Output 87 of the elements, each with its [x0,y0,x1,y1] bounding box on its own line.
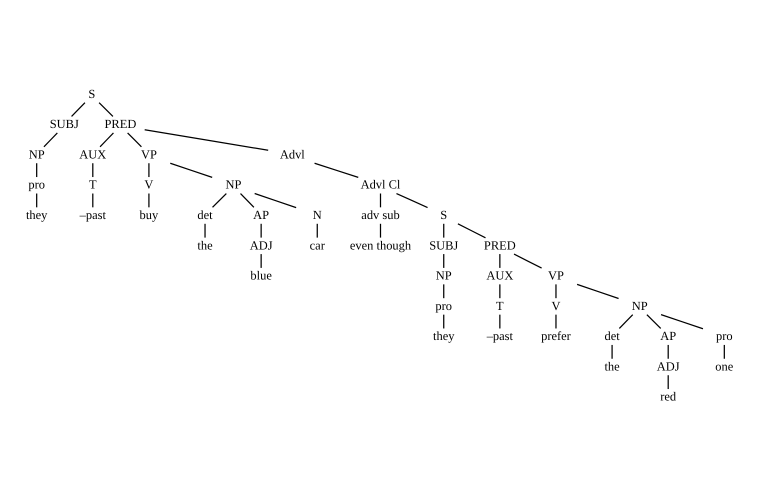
node-text: ADJ [250,238,273,252]
connector [499,314,500,328]
node-text: blue [250,268,272,282]
connector [212,192,227,208]
connector [92,162,94,177]
node-text: AP [660,328,676,343]
node-text: SUBJ [429,238,458,252]
node-text: pro [435,298,452,312]
node-text: ADJ [656,358,680,373]
connector [443,254,444,268]
node-text: buy [140,208,158,222]
node-text: the [197,238,213,252]
node-text: NP [28,146,45,161]
connector [260,254,262,268]
node-text: car [310,238,325,252]
connector [668,374,669,389]
connector [458,222,486,238]
connector [380,223,382,238]
connector [170,162,212,178]
node-text: S [88,86,96,100]
connector [646,314,662,328]
node-text: –past [80,208,106,222]
connector [71,102,86,116]
connector [443,284,444,298]
connector [443,314,444,328]
node-text: V [144,177,154,192]
connector [36,193,38,207]
connector [668,344,669,358]
connector [443,223,444,238]
node-text: VP [548,268,564,282]
connector [499,254,500,268]
node-text: pro [716,328,733,343]
node-text: red [660,389,676,404]
node-text: they [433,328,454,343]
connector [43,132,58,147]
connector [204,223,206,238]
node-text: NP [436,268,452,282]
node-text: adv sub [361,208,400,222]
node-text: det [197,208,213,222]
node-text: S [440,208,448,222]
node-text: VP [140,146,157,161]
connector [100,132,114,147]
node-text: Advl Cl [360,177,400,192]
connector [148,193,150,207]
connector [127,132,142,147]
connector [555,314,557,328]
node-text: pro [28,177,45,192]
connector [396,192,428,208]
node-text: –past [486,328,514,343]
node-text: AP [253,208,270,222]
node-text: Advl [280,146,305,161]
connector [618,314,634,328]
connector [611,344,613,358]
node-text: AUX [79,146,106,161]
node-text: N [312,208,322,222]
connector [98,102,114,116]
node-text: AUX [486,268,514,282]
node-text: they [26,208,48,222]
connector [240,192,254,208]
node-text: prefer [541,328,571,343]
node-text: det [604,328,620,343]
node-text: PRED [104,116,136,131]
connector [380,193,382,207]
connector [316,223,318,238]
connector [260,223,262,238]
connector [576,283,619,299]
connector [92,193,94,207]
node-text: T [88,177,97,192]
node-text: V [551,298,560,312]
node-text: T [496,298,504,312]
node-text: the [604,358,620,373]
connector [499,284,500,298]
connector [660,314,704,329]
connector [254,192,296,208]
connector [314,162,358,178]
connector [148,162,150,177]
node-text: one [715,358,734,373]
connector [724,344,725,358]
connector [144,128,268,150]
connector [514,253,542,268]
connector [555,284,557,298]
node-text: SUBJ [50,116,79,131]
node-text: PRED [484,238,516,252]
node-text: even though [350,238,412,252]
connector [36,162,38,177]
node-text: NP [226,177,242,192]
node-text: NP [632,298,648,312]
